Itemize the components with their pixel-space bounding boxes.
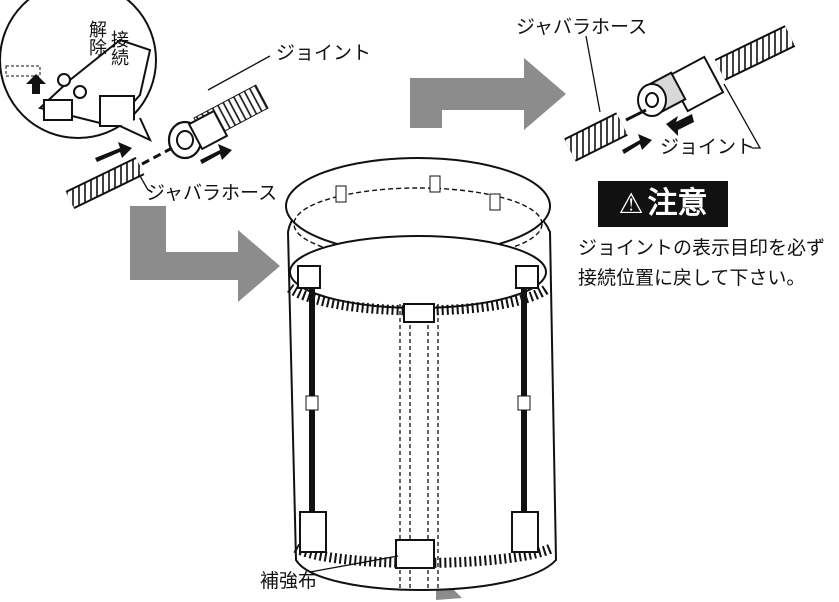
leader-hose-top-right [585, 35, 601, 113]
arrow-pull-left [95, 142, 132, 162]
label-hose-left: ジャバラホース [146, 183, 278, 204]
leader-joint-top-left [207, 55, 271, 91]
caution-badge: ⚠ 注意 [598, 181, 728, 227]
label-joint-top-left: ジョイント [276, 43, 372, 64]
caution-note: ジョイントの表示目印を必ず 接続位置に戻して下さい。 [578, 234, 825, 294]
inset-release-label: 解除 [87, 20, 107, 56]
bag-cylinder [285, 157, 558, 591]
arrow-to-top-right [410, 58, 566, 130]
caution-title: 注意 [647, 187, 708, 220]
leader-hose-left [139, 175, 149, 191]
inset-connect-label: 接続 [109, 30, 129, 66]
arrow-push-right-a [622, 134, 652, 154]
leader-reinforcement [309, 555, 399, 573]
caution-line-2: 接続位置に戻して下さい。 [578, 268, 806, 289]
arrow-to-bag [130, 206, 280, 302]
joint-top-right [637, 25, 796, 117]
inset-circle [0, 0, 157, 139]
arrow-push-right-b [666, 114, 694, 136]
joint-top-left [167, 84, 269, 160]
label-joint-right: ジョイント [660, 137, 756, 158]
hose-right-insert-line [625, 108, 647, 122]
label-reinforcement: 補強布 [260, 571, 318, 592]
hose-left-insert-line [141, 144, 177, 166]
label-hose-top-right: ジャバラホース [516, 17, 648, 38]
inset-pointer [119, 117, 153, 143]
leader-joint-right [723, 83, 762, 149]
arrow-push-left [200, 144, 232, 164]
caution-line-1: ジョイントの表示目印を必ず [578, 238, 826, 259]
warning-triangle-icon: ⚠ [618, 188, 644, 219]
